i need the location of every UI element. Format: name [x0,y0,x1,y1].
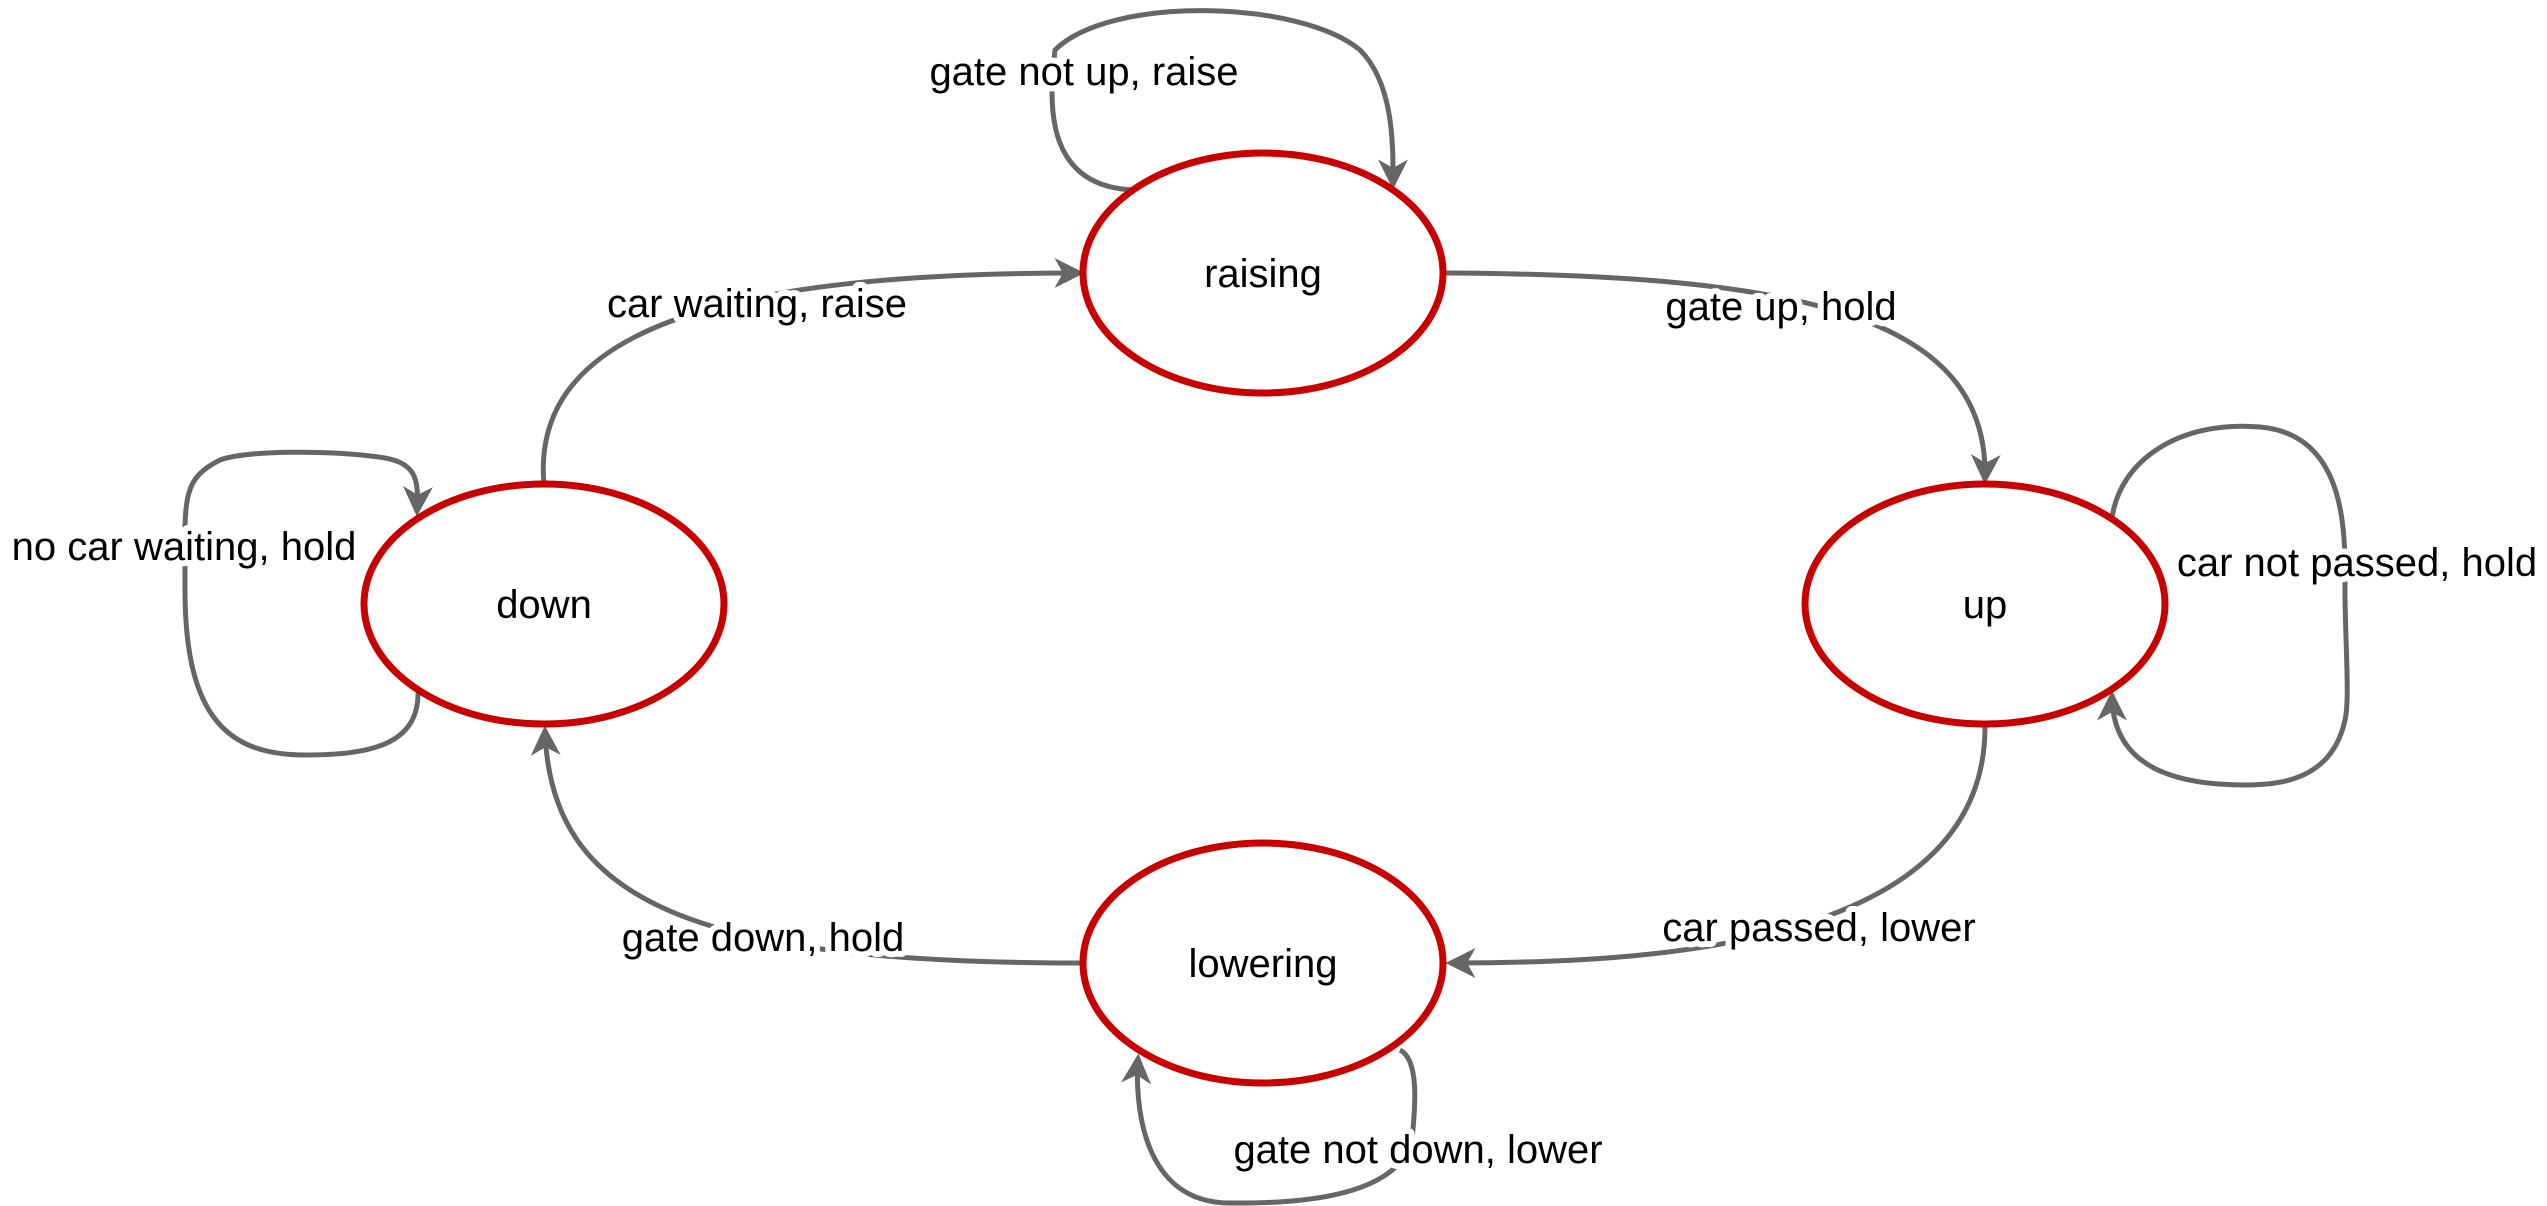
state-raising: raising [1079,149,1447,397]
label-raising-to-up: gate up, hold [1665,285,1896,329]
label-up-self-loop: car not passed, hold [2177,541,2537,585]
label-down-to-raising: car waiting, raise [607,282,907,326]
state-up-label: up [1963,583,2008,627]
transition-labels: car waiting, raise gate not up, raise ga… [6,44,2543,1178]
state-lowering: lowering [1079,839,1447,1087]
label-lowering-self-loop: gate not down, lower [1233,1128,1602,1172]
label-up-to-lowering: car passed, lower [1662,906,1975,950]
state-lowering-node [1079,839,1447,1087]
edge-up-to-lowering [1445,726,1988,978]
label-down-self-loop: no car waiting, hold [12,525,357,569]
edge-raising-self-loop [1049,8,1409,193]
state-up-node [1801,480,2169,728]
edge-lowering-to-down [530,725,1081,966]
state-up: up [1801,480,2169,728]
label-raising-self-loop: gate not up, raise [929,50,1238,94]
label-lowering-to-down: gate down, hold [622,916,904,960]
state-raising-node [1079,149,1447,397]
state-down-node [360,480,728,728]
edge-lowering-self-loop [1121,1047,1418,1206]
state-lowering-label: lowering [1189,942,1338,986]
edge-down-to-raising [540,258,1085,486]
edge-down-self-loop [182,449,433,758]
state-down-label: down [496,583,592,627]
transitions [182,8,2350,1206]
edge-up-self-loop [2097,423,2350,788]
state-down: down [360,480,728,728]
edge-raising-to-up [1445,270,2001,485]
state-raising-label: raising [1204,252,1322,296]
